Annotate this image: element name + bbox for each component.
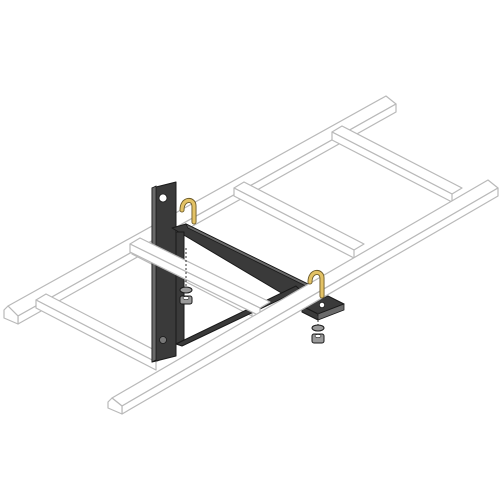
ladder-near-rail xyxy=(107,179,499,415)
clip-hole xyxy=(319,302,325,308)
ladder-rung xyxy=(233,181,365,259)
ladder-rung xyxy=(331,125,463,203)
wall-plate xyxy=(151,181,177,363)
j-bolt-right-assembly xyxy=(307,270,325,344)
j-bolt xyxy=(308,270,324,298)
mounting-hole xyxy=(159,336,167,344)
j-bolt xyxy=(180,198,196,224)
washer xyxy=(311,324,325,332)
washer xyxy=(179,286,193,294)
ladder-rung xyxy=(35,293,167,371)
ladder-rung-front xyxy=(129,237,271,317)
j-bolt-left-assembly xyxy=(179,198,197,305)
ladder-far-rail xyxy=(3,95,397,325)
mounting-hole xyxy=(158,193,168,203)
